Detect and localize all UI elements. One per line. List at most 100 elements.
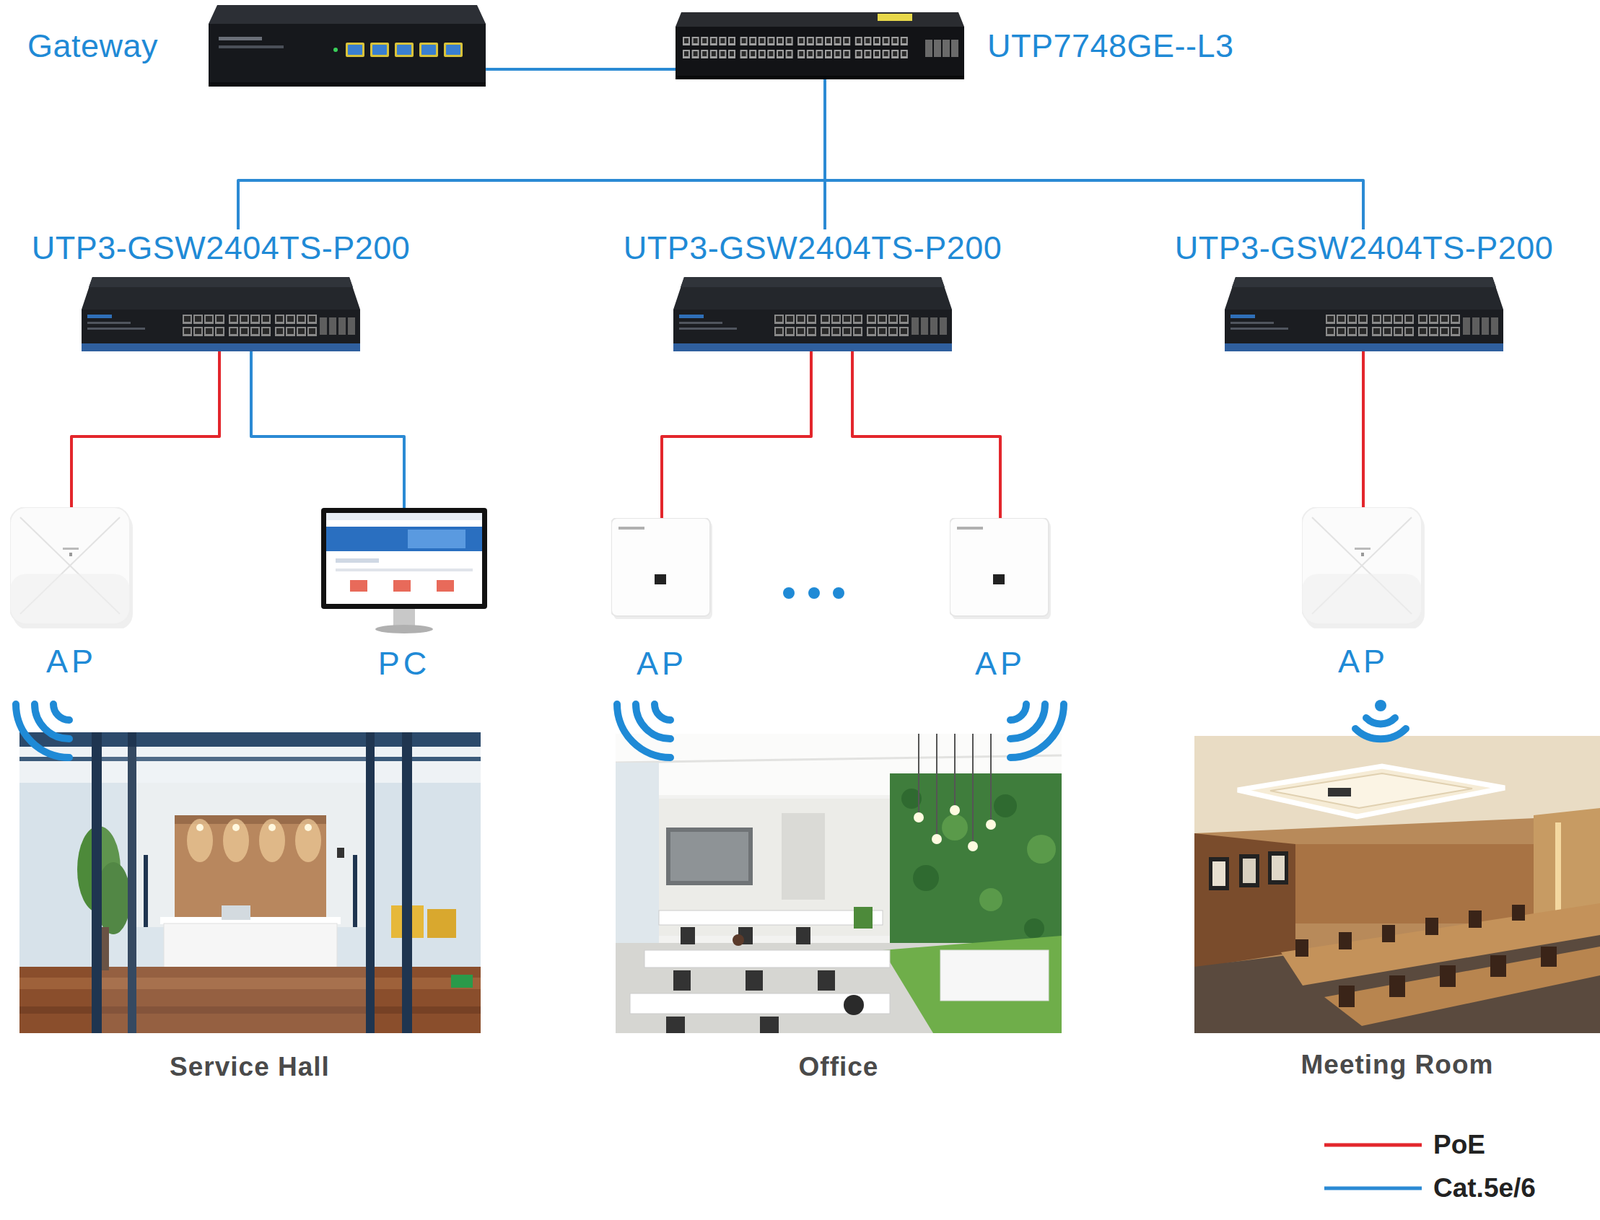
poe-switch-icon <box>241 316 248 322</box>
office-photo <box>615 733 1062 1034</box>
core-switch-icon <box>758 36 766 46</box>
poe-switch-icon <box>1405 316 1413 322</box>
poe-switch-icon <box>1384 328 1391 335</box>
pc-monitor-icon <box>375 624 434 634</box>
core-switch-icon <box>826 38 831 44</box>
core-switch-icon <box>884 51 889 57</box>
poe-switch-icon <box>1371 326 1382 337</box>
core-switch-icon <box>693 51 698 57</box>
poe-switch-icon <box>87 314 112 319</box>
poe-switch-icon <box>1224 343 1504 352</box>
poe-switch-icon <box>806 326 817 337</box>
poe-switch-icon <box>1441 328 1448 335</box>
poe-switch-icon <box>287 328 294 335</box>
poe-switch-icon <box>785 314 795 325</box>
poe-switch-icon <box>81 309 361 344</box>
core-switch-icon <box>702 38 707 44</box>
poe-switch-icon <box>1418 326 1428 337</box>
wall-ap-icon <box>611 518 713 620</box>
poe-switch-icon <box>1325 326 1336 337</box>
poe-switch-icon <box>808 328 815 335</box>
poe-switch-icon <box>308 328 316 335</box>
poe-switch-icon <box>899 326 909 337</box>
poe-switch-icon <box>230 316 237 322</box>
ceiling-ap-icon <box>1301 507 1422 625</box>
poe-switch-icon <box>81 343 361 352</box>
ceiling-ap-icon <box>10 573 130 625</box>
gateway-device-icon <box>396 44 412 55</box>
gateway-device-icon <box>208 5 486 87</box>
meeting-room-photo <box>1237 766 1505 817</box>
core-switch-icon <box>675 12 965 80</box>
core-switch-icon <box>815 49 823 59</box>
poe-switch: UTP3-GSW2404TS-P200 <box>1174 229 1554 352</box>
core-switch-icon <box>806 49 815 59</box>
office-photo <box>673 970 691 991</box>
network-cable <box>251 351 405 509</box>
ceiling-ap-icon <box>10 507 130 625</box>
poe-switch-icon <box>261 326 271 337</box>
core-switch-icon <box>728 36 736 46</box>
pc-monitor-icon <box>326 513 483 605</box>
ellipsis-dots <box>808 587 820 600</box>
poe-switch-icon <box>831 314 841 325</box>
network-cable <box>824 79 1364 230</box>
poe-switch-icon <box>262 316 270 322</box>
office-photo <box>666 827 753 886</box>
ceiling-ap: AP <box>10 507 133 681</box>
wifi-symbol <box>15 704 70 758</box>
office-photo <box>931 834 942 845</box>
poe-switch-icon <box>1439 314 1450 325</box>
office-photo <box>781 813 825 900</box>
office-photo <box>1026 835 1056 864</box>
core-switch-icon <box>808 51 813 57</box>
poe-switch-icon <box>1428 314 1439 325</box>
poe-switch-icon <box>1441 316 1448 322</box>
poe-switch-icon <box>1395 316 1402 322</box>
poe-switch-icon <box>239 314 249 325</box>
office-photo <box>658 910 883 926</box>
poe-switch: UTP3-GSW2404TS-P200 <box>31 229 411 352</box>
poe-switch-icon <box>274 314 285 325</box>
office-photo <box>954 733 956 807</box>
poe-switch-icon <box>276 328 283 335</box>
poe-cable <box>661 351 812 519</box>
device-label: AP <box>636 645 688 683</box>
meeting-room-photo <box>1271 855 1285 881</box>
wifi-symbol <box>617 704 671 758</box>
poe-switch-icon <box>854 328 861 335</box>
room-caption: Office <box>798 1052 880 1083</box>
network-cable <box>485 67 676 71</box>
office-photo <box>853 907 873 929</box>
poe-switch-icon <box>1327 316 1334 322</box>
core-switch-icon <box>711 51 716 57</box>
core-switch-icon <box>728 49 736 59</box>
wifi-dot <box>1374 700 1387 712</box>
wall-ap: AP <box>949 518 1051 683</box>
core-switch-icon <box>902 38 907 44</box>
meeting-room-photo <box>1338 932 1352 950</box>
poe-switch-icon <box>307 314 317 325</box>
core-switch-icon <box>856 51 861 57</box>
poe-switch-icon <box>228 326 239 337</box>
poe-switch-icon <box>1358 314 1368 325</box>
core-switch-icon <box>855 49 863 59</box>
core-switch-icon <box>710 36 718 46</box>
gateway-device-icon <box>394 42 414 58</box>
office-photo <box>615 755 1062 763</box>
wifi-symbol <box>53 704 70 721</box>
ceiling-ap-icon <box>1354 547 1371 550</box>
poe-switch-icon <box>832 328 840 335</box>
poe-switch-icon <box>285 326 296 337</box>
poe-switch-icon <box>1373 328 1380 335</box>
core-switch-icon <box>700 36 708 46</box>
poe-switch-icon <box>877 326 887 337</box>
poe-switch-icon <box>1404 314 1414 325</box>
poe-switch-icon <box>673 343 952 352</box>
wifi-symbol <box>654 704 671 721</box>
poe-switch-icon <box>796 326 806 337</box>
poe-switch-icon <box>287 316 294 322</box>
office-photo <box>972 733 974 843</box>
service-hall-photo <box>352 855 358 928</box>
poe-switch-icon <box>298 316 305 322</box>
